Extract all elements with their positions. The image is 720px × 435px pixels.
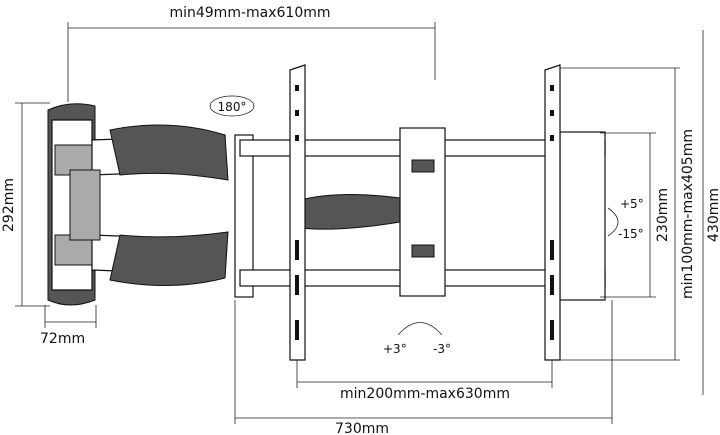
total-width-label: 730mm [335,421,389,435]
swivel-indicator: 180° [209,95,255,117]
plate-height-label: 292mm [1,178,17,232]
plate-depth-dimension: 72mm [40,305,97,347]
vesa-horizontal-label: min200mm-max630mm [340,386,510,402]
plate-height-dimension: 292mm [1,102,50,307]
tv-frame [234,127,606,301]
rotate-minus-label: -3° [433,342,451,356]
plate-depth-label: 72mm [40,331,85,347]
vesa-vertical-dimension: min100mm-max405mm [560,67,696,361]
rotate-plus-label: +3° [383,342,407,356]
total-width-dimension: 730mm [234,300,613,435]
tilt-indicator: +5° -15° [607,197,644,241]
swivel-label: 180° [218,100,247,114]
top-width-dimension: min49mm-max610mm [67,5,436,102]
articulating-arm [69,124,401,287]
tilt-down-label: -15° [618,227,644,241]
frame-height-label: 230mm [655,188,671,242]
frame-height-dimension: 230mm [600,132,671,298]
total-height-label: 430mm [706,188,720,242]
tilt-up-label: +5° [620,197,644,211]
vertical-rails [289,64,561,361]
vesa-vertical-label: min100mm-max405mm [680,129,696,299]
top-width-label: min49mm-max610mm [169,5,330,21]
total-height-dimension: 430mm [702,30,720,395]
vesa-horizontal-dimension: min200mm-max630mm [296,360,553,402]
rotation-indicator: +3° -3° [383,322,451,356]
